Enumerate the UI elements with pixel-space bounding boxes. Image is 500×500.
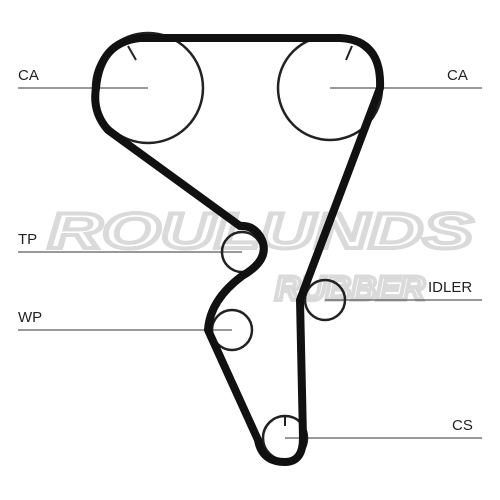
leader-lines xyxy=(18,87,482,439)
labels: CA CA TP WP IDLER CS xyxy=(18,67,473,434)
label-idler: IDLER xyxy=(428,279,472,296)
timing-marks xyxy=(127,45,353,426)
label-cam-left: CA xyxy=(18,67,39,84)
timing-belt xyxy=(91,34,385,466)
label-cam-right: CA xyxy=(447,67,468,84)
timing-mark-cam-left xyxy=(127,45,137,61)
label-water-pump: WP xyxy=(18,309,42,326)
idler-pulley xyxy=(303,278,347,322)
label-tensioner-pulley: TP xyxy=(18,231,37,248)
timing-mark-cam-right xyxy=(345,45,353,61)
label-crankshaft: CS xyxy=(452,417,473,434)
